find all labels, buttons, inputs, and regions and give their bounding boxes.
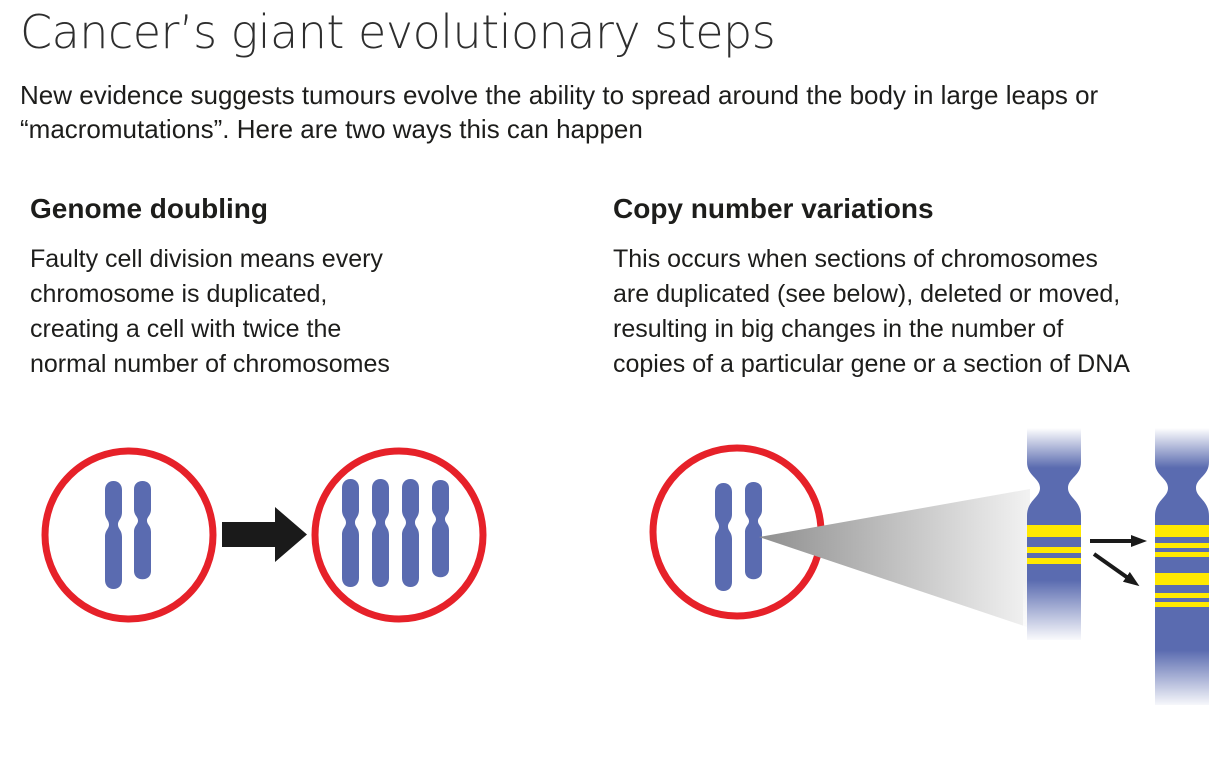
chromosome: [745, 482, 762, 580]
page-subtitle: New evidence suggests tumours evolve the…: [20, 78, 1098, 146]
page-title: Cancer’s giant evolutionary steps: [20, 5, 776, 59]
chromosome-zoomed-after: [1155, 428, 1209, 705]
genome-doubling-heading: Genome doubling: [30, 193, 268, 224]
gene-band: [1155, 552, 1209, 557]
gene-band: [1155, 525, 1209, 537]
genome-doubling-figure: [41, 447, 487, 623]
subtitle-line: New evidence suggests tumours evolve the…: [20, 80, 1099, 110]
chromosome-body: [1155, 428, 1209, 705]
chromosome: [342, 479, 359, 587]
subtitle-line: “macromutations”. Here are two ways this…: [20, 114, 643, 144]
gene-bands: [1155, 525, 1209, 607]
fade-top: [1023, 428, 1085, 468]
gene-band: [1155, 573, 1209, 585]
right-arrow-icon: [222, 507, 307, 562]
copy-number-description: This occurs when sections of chromosomes…: [613, 245, 1130, 378]
genome-doubling-description: Faulty cell division means every chromos…: [30, 245, 390, 378]
chromosome: [105, 481, 122, 589]
cell-before-outline: [41, 447, 217, 623]
fade-top: [1151, 428, 1213, 468]
fade-bottom: [1151, 650, 1213, 708]
fade-bottom: [1023, 580, 1085, 642]
gene-band: [1155, 543, 1209, 548]
gene-band: [1027, 547, 1081, 553]
section-copy-number-variations: Copy number variations This occurs when …: [613, 192, 1218, 382]
duplication-arrows: [1090, 535, 1147, 587]
chromosome: [432, 480, 449, 578]
gene-band: [1027, 525, 1081, 537]
gene-bands: [1027, 525, 1081, 564]
copy-number-figure: [649, 428, 1213, 708]
copy-number-heading: Copy number variations: [613, 193, 934, 224]
gene-band: [1155, 593, 1209, 598]
section-genome-doubling: Genome doubling Faulty cell division mea…: [30, 192, 600, 382]
magnifier-cone: [759, 489, 1030, 628]
cell-after-outline: [311, 447, 487, 623]
translocation-arrow-icon: [1092, 552, 1140, 587]
gene-band: [1027, 558, 1081, 564]
chromosomes: [715, 482, 762, 591]
chromosome: [372, 479, 389, 587]
gene-band: [1155, 602, 1209, 607]
chromosome: [402, 479, 419, 587]
chromosome: [715, 483, 732, 591]
chromosome: [134, 481, 151, 580]
